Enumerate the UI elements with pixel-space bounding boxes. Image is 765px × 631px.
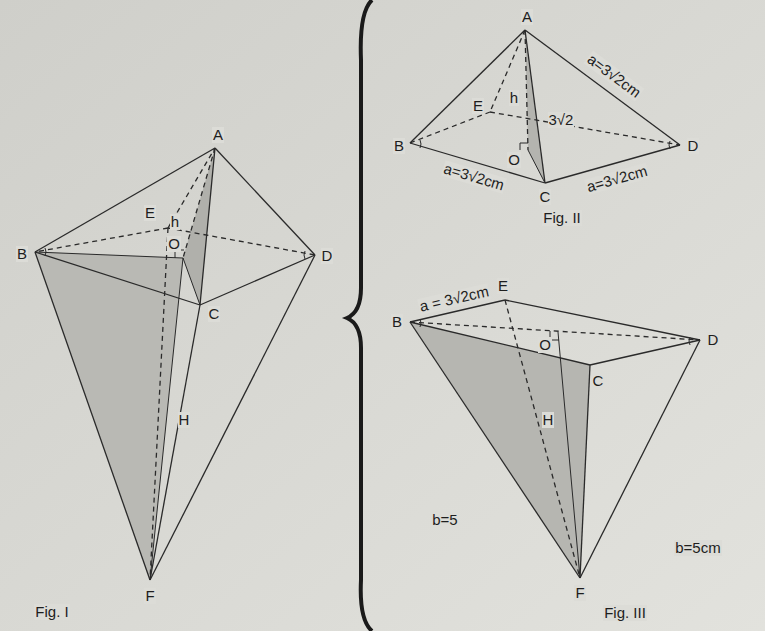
vertex-label: O — [167, 236, 181, 252]
figure-caption: Fig. II — [542, 210, 582, 226]
vertex-label: D — [707, 332, 720, 348]
vertex-label: D — [687, 138, 700, 154]
vertex-label: B — [393, 138, 405, 154]
vertex-label: A — [521, 9, 533, 25]
vertex-label: O — [538, 337, 552, 353]
height-label: h — [509, 90, 519, 106]
height-label: H — [178, 412, 191, 428]
height-label: H — [542, 412, 555, 428]
figure-caption: Fig. III — [603, 605, 647, 621]
vertex-label: O — [507, 152, 521, 168]
figure-caption: Fig. I — [34, 604, 69, 620]
curly-brace — [347, 0, 372, 631]
vertex-label: A — [212, 127, 224, 143]
height-label: h — [170, 214, 180, 230]
vertex-label: D — [321, 248, 334, 264]
vertex-label: C — [208, 306, 221, 322]
figure-one — [35, 148, 315, 580]
vertex-label: E — [497, 278, 509, 294]
figure-two — [410, 30, 680, 183]
vertex-label: B — [16, 246, 28, 262]
edge-dimension: b=5cm — [674, 540, 721, 556]
figure-three — [410, 300, 700, 578]
vertex-label: C — [592, 373, 605, 389]
edge-dimension: b=5 — [431, 512, 458, 528]
vertex-label: F — [144, 588, 155, 604]
vertex-label: E — [144, 205, 156, 221]
vertex-label: E — [472, 98, 484, 114]
vertex-label: F — [574, 585, 585, 601]
dimension-label: 3√2 — [548, 112, 575, 128]
vertex-label: B — [391, 314, 403, 330]
vertex-label: C — [539, 189, 552, 205]
